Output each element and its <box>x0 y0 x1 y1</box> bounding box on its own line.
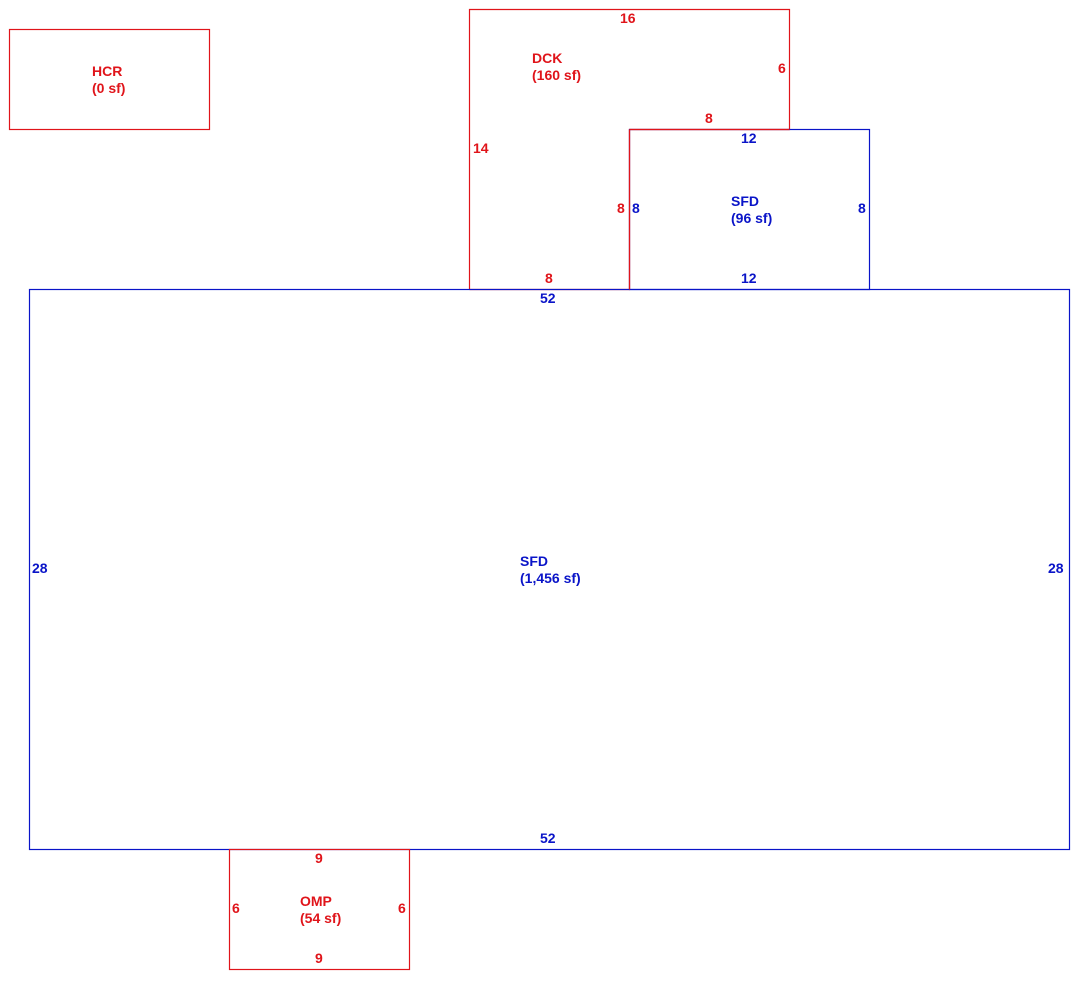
sfd-main-right-dimension: 28 <box>1048 560 1064 576</box>
sfd-small-code: SFD <box>731 193 759 209</box>
omp-left-dimension: 6 <box>232 900 240 916</box>
sfd-main-size: (1,456 sf) <box>520 570 581 586</box>
omp-size: (54 sf) <box>300 910 342 926</box>
dck-top-dimension: 16 <box>620 10 636 26</box>
dck-size: (160 sf) <box>532 67 582 83</box>
omp-area-label: OMP (54 sf) <box>300 893 341 927</box>
hcr-size: (0 sf) <box>92 80 126 96</box>
dck-left-dimension: 14 <box>473 140 489 156</box>
sfd-main-top-dimension: 52 <box>540 290 556 306</box>
sfd-small-right-dimension: 8 <box>858 200 866 216</box>
dck-right-dimension: 6 <box>778 60 786 76</box>
sfd-main-outline <box>28 288 1071 851</box>
sfd-small-area-label: SFD (96 sf) <box>731 193 772 227</box>
sfd-small-bottom-dimension: 12 <box>741 270 757 286</box>
sfd-small-left-dimension: 8 <box>632 200 640 216</box>
sfd-small-size: (96 sf) <box>731 210 773 226</box>
omp-code: OMP <box>300 893 332 909</box>
dck-step-dimension: 8 <box>705 110 713 126</box>
sfd-main-code: SFD <box>520 553 548 569</box>
sfd-main-area-label: SFD (1,456 sf) <box>520 553 581 587</box>
omp-outline <box>228 848 411 971</box>
sfd-main-left-dimension: 28 <box>32 560 48 576</box>
omp-top-dimension: 9 <box>315 850 323 866</box>
sfd-main-bottom-dimension: 52 <box>540 830 556 846</box>
hcr-code: HCR <box>92 63 123 79</box>
hcr-outline <box>8 28 211 131</box>
omp-right-dimension: 6 <box>398 900 406 916</box>
omp-bottom-dimension: 9 <box>315 950 323 966</box>
dck-area-label: DCK (160 sf) <box>532 50 581 84</box>
sfd-small-top-dimension: 12 <box>741 130 757 146</box>
dck-code: DCK <box>532 50 563 66</box>
hcr-area-label: HCR (0 sf) <box>92 63 125 97</box>
dck-bottom-dimension: 8 <box>545 270 553 286</box>
dck-inner-dimension: 8 <box>617 200 625 216</box>
